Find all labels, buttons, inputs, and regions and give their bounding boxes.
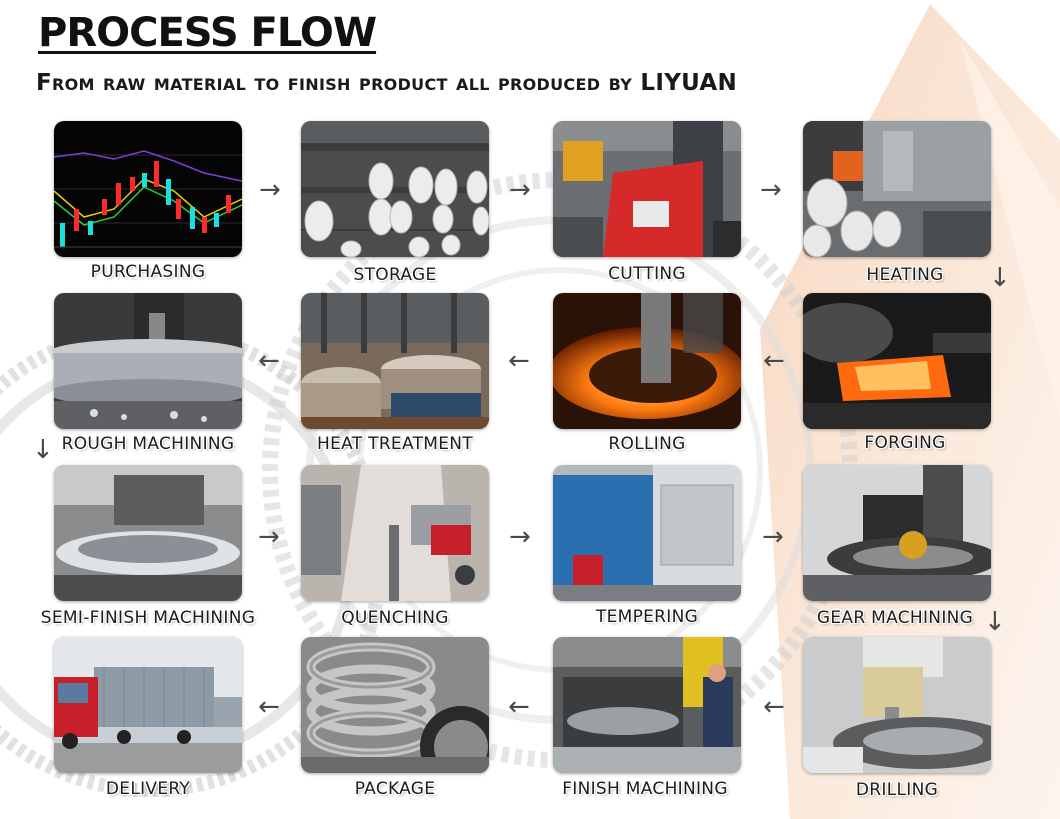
heat-treatment-image [301, 293, 489, 429]
rolling-image [553, 293, 741, 429]
arrow-left-icon: ← [258, 346, 280, 376]
step-label-forging: FORGING [864, 433, 946, 453]
storage-image [301, 121, 489, 257]
arrow-left-icon: ← [508, 346, 530, 376]
step-label-purchasing: PURCHASING [90, 262, 206, 282]
tempering-image [553, 465, 741, 601]
semi-finish-machining-image [54, 465, 242, 601]
step-label-delivery: DELIVERY [105, 779, 191, 799]
arrow-down-icon: ↓ [984, 607, 1006, 637]
arrow-right-icon: → [509, 522, 531, 552]
step-label-rolling: ROLLING [608, 434, 686, 454]
arrow-left-icon: ← [258, 692, 280, 722]
arrow-right-icon: → [509, 175, 531, 205]
step-label-drilling: DRILLING [855, 780, 939, 800]
arrow-down-icon: ↓ [989, 263, 1011, 293]
page-subtitle: From raw material to finish product all … [36, 70, 738, 96]
step-label-gear-machining: GEAR MACHINING [816, 608, 974, 628]
arrow-right-icon: → [258, 522, 280, 552]
package-image [301, 637, 489, 773]
step-label-heating: HEATING [866, 265, 944, 285]
rough-machining-image [54, 293, 242, 429]
gear-machining-image [803, 465, 991, 601]
arrow-right-icon: → [259, 175, 281, 205]
heating-image [803, 121, 991, 257]
forging-image [803, 293, 991, 429]
step-label-cutting: CUTTING [608, 264, 686, 284]
arrow-left-icon: ← [508, 692, 530, 722]
arrow-left-icon: ← [763, 692, 785, 722]
quenching-image [301, 465, 489, 601]
delivery-image [54, 637, 242, 773]
cutting-image [553, 121, 741, 257]
page-title: PROCESS FLOW [38, 10, 377, 56]
step-label-heat-treatment: HEAT TREATMENT [317, 434, 473, 454]
step-label-semi-finish-machining: SEMI-FINISH MACHINING [40, 608, 256, 628]
step-label-tempering: TEMPERING [595, 607, 699, 627]
step-label-finish-machining: FINISH MACHINING [562, 779, 728, 799]
arrow-right-icon: → [760, 175, 782, 205]
finish-machining-image [553, 637, 741, 773]
arrow-right-icon: → [762, 522, 784, 552]
step-label-rough-machining: ROUGH MACHINING [61, 434, 235, 454]
purchasing-image [54, 121, 242, 257]
drilling-image [803, 637, 991, 773]
step-label-storage: STORAGE [353, 265, 437, 285]
step-label-package: PACKAGE [354, 779, 436, 799]
arrow-down-icon: ↓ [32, 435, 54, 465]
step-label-quenching: QUENCHING [341, 608, 449, 628]
arrow-left-icon: ← [763, 346, 785, 376]
